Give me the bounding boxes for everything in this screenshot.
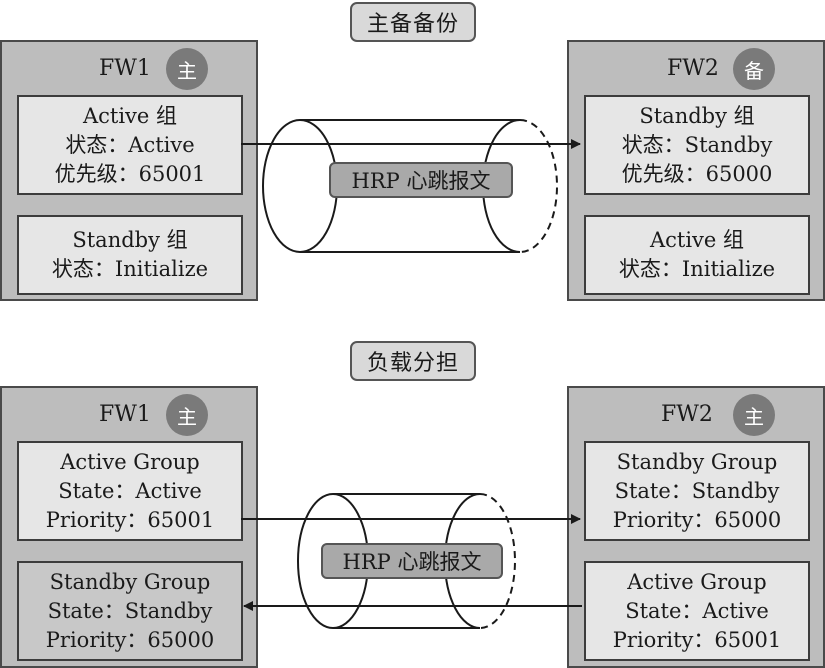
group-label: Active Group (627, 569, 767, 594)
group-state: 状态：Active (65, 132, 195, 157)
hrp-heartbeat-label: HRP 心跳报文 (321, 543, 503, 579)
standby-group-box: Standby 组 状态：Initialize (17, 215, 243, 295)
group-state: 状态：Initialize (51, 257, 209, 281)
tunnel-top (262, 119, 558, 253)
fw1-device-bottom: FW1 主 Active Group State：Active Priority… (0, 386, 258, 668)
master-badge: 主 (166, 48, 208, 90)
group-priority: Priority：65001 (612, 627, 782, 652)
device-name: FW2 (661, 402, 713, 427)
group-state: State：Active (625, 598, 769, 623)
group-label: Active 组 (82, 103, 178, 128)
group-priority: 优先级：65000 (621, 161, 773, 186)
group-label: Standby Group (616, 449, 778, 474)
group-priority: Priority：65001 (45, 507, 215, 532)
device-name: FW1 (99, 56, 151, 81)
group-state: State：Standby (614, 478, 780, 503)
group-state: 状态：Initialize (618, 257, 776, 281)
section-title-load-sharing: 负载分担 (350, 341, 476, 381)
active-group-box: Active Group State：Active Priority：65001 (17, 441, 243, 541)
group-label: Active Group (60, 449, 200, 474)
group-label: Active 组 (649, 228, 745, 252)
device-name: FW1 (99, 402, 151, 427)
active-group-box: Active Group State：Active Priority：65001 (584, 561, 810, 661)
group-state: State：Standby (47, 598, 213, 623)
standby-group-box: Standby Group State：Standby Priority：650… (17, 561, 243, 661)
group-state: State：Active (58, 478, 202, 503)
active-group-box: Active 组 状态：Initialize (584, 215, 810, 295)
hrp-heartbeat-label: HRP 心跳报文 (329, 162, 513, 198)
group-priority: 优先级：65001 (54, 161, 206, 186)
fw2-device-top: FW2 备 Standby 组 状态：Standby 优先级：65000 Act… (567, 40, 825, 301)
standby-group-box: Standby 组 状态：Standby 优先级：65000 (584, 95, 810, 195)
master-badge: 主 (733, 394, 775, 436)
backup-badge: 备 (733, 48, 775, 90)
group-priority: Priority：65000 (612, 507, 782, 532)
master-badge: 主 (166, 394, 208, 436)
standby-group-box: Standby Group State：Standby Priority：650… (584, 441, 810, 541)
group-priority: Priority：65000 (45, 627, 215, 652)
fw2-device-bottom: FW2 主 Standby Group State：Standby Priori… (567, 386, 825, 668)
group-state: 状态：Standby (621, 132, 773, 157)
section-title-active-standby: 主备备份 (350, 2, 476, 42)
group-label: Standby 组 (639, 103, 755, 128)
device-name: FW2 (667, 56, 719, 81)
group-label: Standby 组 (72, 228, 188, 252)
group-label: Standby Group (49, 569, 211, 594)
